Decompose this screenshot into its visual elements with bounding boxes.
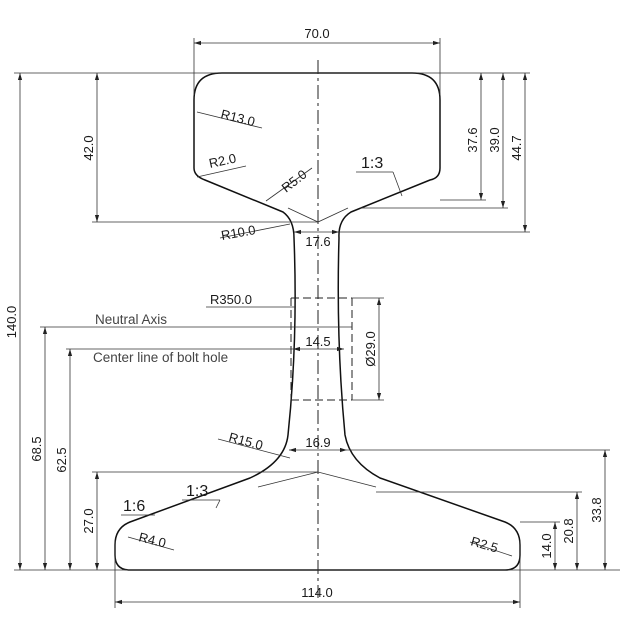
r350-label: R350.0 [210,292,252,307]
bolt-line-height-value: 62.5 [54,447,69,472]
foot-h3-value: 33.8 [589,497,604,522]
r15-label: R15.0 [227,429,264,452]
r13-leader [196,111,263,129]
r2-leader [196,165,247,178]
web-top-value: 17.6 [305,234,330,249]
r15-leader [217,438,291,459]
foot-height-value: 27.0 [81,508,96,533]
foot-slope-b-leader [215,499,221,509]
foot-h1-value: 14.0 [539,533,554,558]
r4-label: R4.0 [137,529,167,550]
head-width-value: 70.0 [304,26,329,41]
foot-slope-b-label: 1:3 [186,483,208,500]
r25-label: R2.5 [469,533,500,555]
head-depth-value: 42.0 [81,135,96,160]
web-mid-value: 14.5 [305,334,330,349]
neutral-axis-label: Neutral Axis [95,312,167,327]
r4-leader [127,536,175,551]
bolt-hole-value: Ø29.0 [363,331,378,366]
r2-label: R2.0 [208,151,238,171]
r5-label: R5.0 [279,167,310,196]
head-h3-value: 44.7 [509,135,524,160]
foot-h2-value: 20.8 [561,518,576,543]
r5-leader [265,167,313,202]
neutral-axis-height-value: 68.5 [29,436,44,461]
web-bottom-value: 16.9 [305,435,330,450]
head-h2-value: 39.0 [487,127,502,152]
r25-leader [469,541,513,557]
r13-label: R13.0 [219,106,256,129]
total-height-value: 140.0 [4,306,19,339]
r10-leader [219,223,291,239]
r10-label: R10.0 [220,222,257,243]
foot-slope-a-label: 1:6 [123,498,145,515]
base-width-value: 114.0 [301,585,333,600]
bolt-center-label: Center line of bolt hole [93,350,228,365]
head-slope-leader [392,171,403,197]
foot-slope-lines [257,471,377,488]
head-slope-label: 1:3 [361,155,383,172]
head-h1-value: 37.6 [465,127,480,152]
